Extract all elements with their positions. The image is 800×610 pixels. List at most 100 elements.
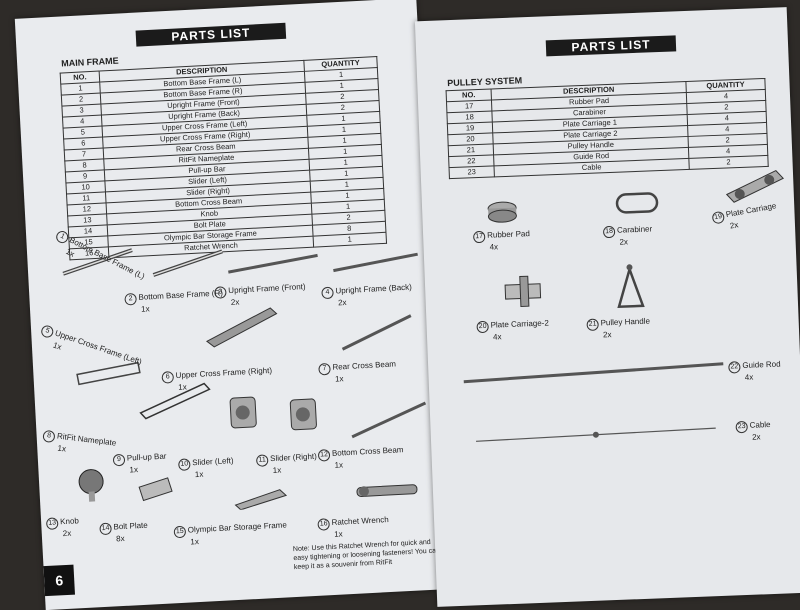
part-number-circle: 19 xyxy=(711,210,726,225)
part-quantity: 4x xyxy=(492,332,502,342)
upright-frame-back-drawing xyxy=(333,252,418,273)
part-label: Bottom Cross Beam xyxy=(331,445,404,458)
part-label: Pulley Handle xyxy=(600,316,651,328)
cell-no: 23 xyxy=(449,165,495,179)
knob-drawing xyxy=(78,469,104,502)
part-number-circle: 9 xyxy=(112,453,126,467)
part-label: Ratchet Wrench xyxy=(331,515,389,528)
part-label: Pull-up Bar xyxy=(126,451,167,463)
part-quantity: 2x xyxy=(337,297,347,308)
bottom-base-frame-l-drawing xyxy=(62,248,133,276)
part-label: Rubber Pad xyxy=(486,229,530,240)
part-number-circle: 17 xyxy=(472,230,486,244)
part-label: Slider (Left) xyxy=(192,456,234,468)
part-quantity: 2x xyxy=(62,528,72,539)
ratchet-wrench-drawing xyxy=(356,484,418,497)
ratchet-wrench-note: Note: Use this Ratchet Wrench for quick … xyxy=(292,538,441,572)
parts-list-banner: PARTS LIST xyxy=(135,22,287,47)
part-quantity: 1x xyxy=(178,382,187,392)
part-label: Plate Carriage-2 xyxy=(490,318,549,330)
part-number-circle: 6 xyxy=(161,371,175,384)
rubber-pad-drawing xyxy=(487,201,517,223)
upper-cross-frame-right-drawing xyxy=(205,307,278,348)
part-label: Bottom Base Frame (R) xyxy=(138,288,224,302)
part-number-circle: 11 xyxy=(255,454,269,467)
part-quantity: 2x xyxy=(751,432,761,442)
part-quantity: 1x xyxy=(334,374,344,384)
part-number-circle: 13 xyxy=(45,517,59,530)
part-number-circle: 3 xyxy=(214,286,227,299)
slider-right-drawing xyxy=(289,398,317,431)
part-quantity: 4x xyxy=(489,242,499,252)
part-number-circle: 12 xyxy=(317,449,331,462)
olympic-bar-storage-frame-drawing xyxy=(234,489,288,511)
part-number-circle: 8 xyxy=(42,429,56,444)
part-label: Carabiner xyxy=(616,224,653,235)
part-quantity: 1x xyxy=(333,529,343,539)
part-quantity: 1x xyxy=(190,537,200,547)
part-number-circle: 2 xyxy=(124,292,137,306)
right-parts-sheet: PARTS LIST PULLEY SYSTEM NO. DESCRIPTION… xyxy=(414,7,800,607)
part-quantity: 2x xyxy=(619,237,629,247)
part-label: Upright Frame (Back) xyxy=(335,282,413,296)
part-quantity: 2x xyxy=(602,330,612,340)
parts-list-banner: PARTS LIST xyxy=(545,35,677,57)
cable-drawing xyxy=(476,427,716,442)
part-label: Guide Rod xyxy=(742,359,781,371)
part-label: Cable xyxy=(749,420,771,430)
part-quantity: 4x xyxy=(744,372,754,382)
part-number-circle: 23 xyxy=(735,420,748,434)
slider-left-drawing xyxy=(229,396,257,429)
part-number-circle: 20 xyxy=(476,320,489,334)
part-number-circle: 16 xyxy=(317,518,330,531)
bottom-base-frame-r-drawing xyxy=(152,249,223,277)
part-quantity: 1x xyxy=(334,460,344,470)
pulley-handle-drawing xyxy=(617,264,645,309)
part-number-circle: 7 xyxy=(318,362,331,376)
part-label: Slider (Right) xyxy=(269,451,318,464)
part-label: Rear Cross Beam xyxy=(332,359,397,372)
main-frame-heading: MAIN FRAME xyxy=(60,55,119,69)
part-label: Knob xyxy=(59,516,80,527)
guide-rod-drawing xyxy=(463,362,724,384)
pull-up-bar-drawing xyxy=(139,382,211,420)
cell-quantity: 1 xyxy=(313,232,387,248)
part-number-circle: 14 xyxy=(99,522,112,536)
upper-cross-frame-left-drawing xyxy=(76,361,141,386)
part-number-circle: 21 xyxy=(586,318,599,331)
upright-frame-front-drawing xyxy=(228,253,318,274)
bolt-plate-drawing xyxy=(138,477,173,502)
part-quantity: 1x xyxy=(272,465,282,476)
part-number-circle: 15 xyxy=(173,525,187,539)
part-label: Upper Cross Frame (Right) xyxy=(175,365,273,380)
carabiner-drawing xyxy=(615,192,659,214)
part-label: Upright Frame (Front) xyxy=(228,282,306,296)
pulley-system-heading: PULLEY SYSTEM xyxy=(447,75,523,89)
rear-cross-beam-drawing xyxy=(341,314,412,351)
part-number-circle: 22 xyxy=(728,361,741,374)
page-number: 6 xyxy=(43,564,75,597)
left-parts-sheet: PARTS LIST MAIN FRAME NO. DESCRIPTION QU… xyxy=(14,0,448,610)
bottom-cross-beam-drawing xyxy=(351,401,427,439)
part-label: Olympic Bar Storage Frame xyxy=(187,520,288,535)
